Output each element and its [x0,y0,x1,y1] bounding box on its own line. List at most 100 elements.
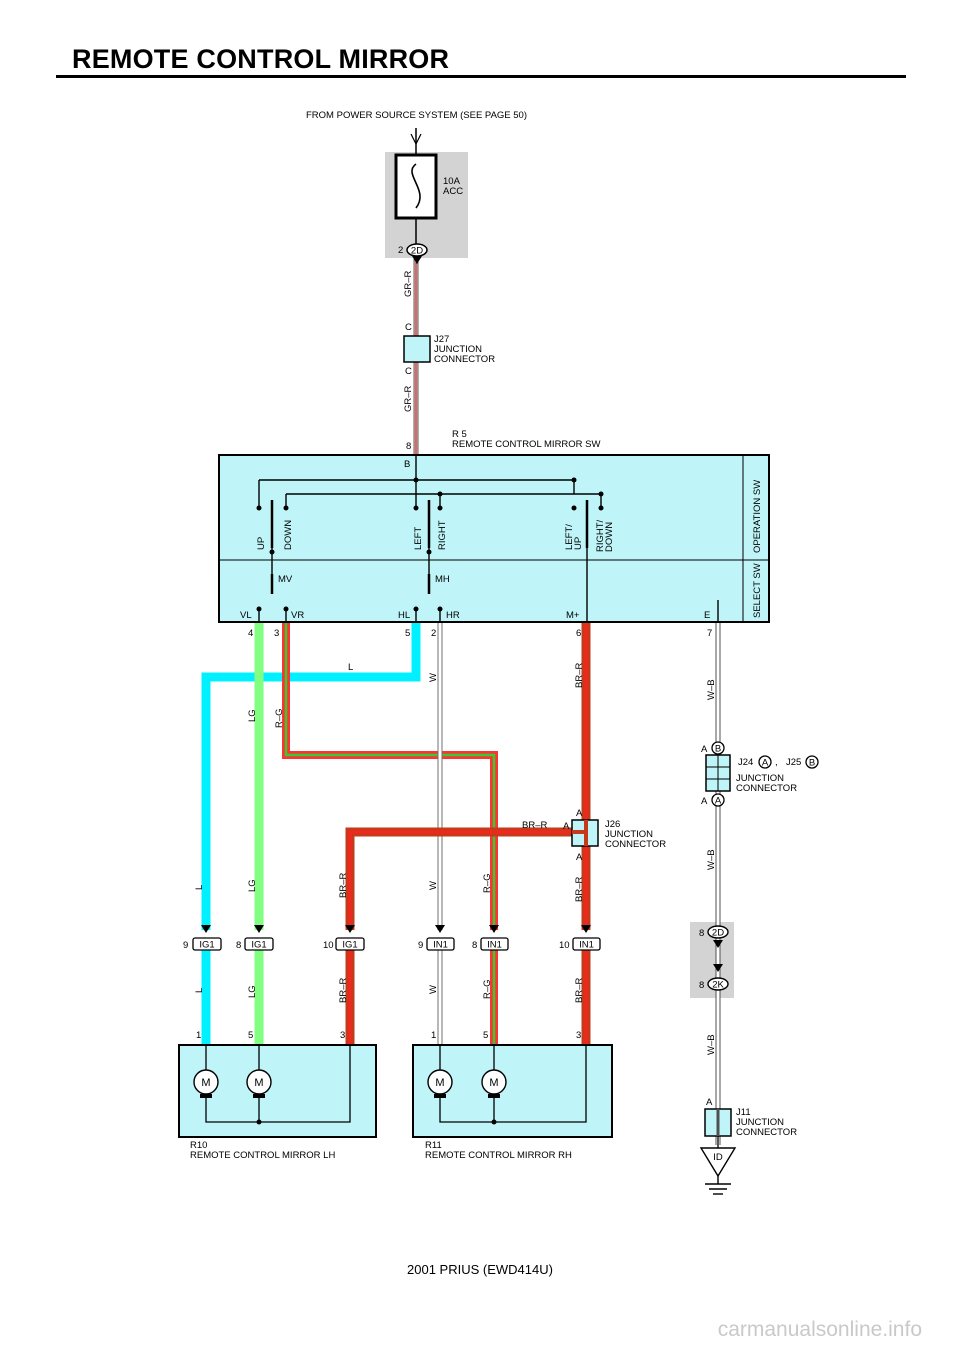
r5-label-left: LEFT [413,527,424,550]
j11-ground: A J11 JUNCTION CONNECTOR ID [699,1097,797,1195]
inline-connector-in1-8: 8 IN1 [472,925,509,951]
fuse-icon [411,163,421,209]
j24-conn-a: A [715,796,722,807]
r5-select-label: SELECT SW [752,563,763,618]
r5-label-rightdown-2: DOWN [604,522,615,552]
inline-id: IN1 [433,940,448,951]
inline-connectors: 9 IG1 8 IG1 10 IG1 9 IN1 8 IN1 [183,925,729,991]
r11-mirror-rh: 1 5 3 M M R11 REMOTE CONTROL MIRROR RH [412,1030,613,1161]
r5-pin-7: 7 [707,628,712,639]
inline-pin: 8 [472,940,477,951]
r11-pin-1: 1 [431,1030,436,1041]
wire-label-lg-mid: LG [247,879,258,892]
wire-label-gr-r-1: GR–R [403,270,414,297]
j27-id: J27 [434,334,449,345]
j26-pin-top: A [576,808,583,819]
j11-id: J11 [736,1107,751,1118]
inline-id: IG1 [251,940,266,951]
j26-junction: A A A J26 JUNCTION CONNECTOR [563,808,666,863]
inline-id: IG1 [199,940,214,951]
r5-pin-6: 6 [576,628,581,639]
j24-conn-b: B [715,744,721,755]
j26-pin-left: A [563,821,570,832]
r11-pin-5: 5 [483,1030,488,1041]
r5-label-vl: VL [240,610,252,621]
wire-label-w-b-low: W–B [706,1034,717,1055]
connector-2d-id: 2D [411,246,423,257]
j27-line1: JUNCTION [434,344,482,355]
j27-junction: GR–R C C J27 JUNCTION CONNECTOR GR–R [403,270,495,412]
wire-label-br-r-mid-right: BR–R [574,877,585,902]
j24-j25-junction: A B A A J24 A , J25 B JUNCTION CONNECTOR [701,741,819,807]
r11-motor-2-label: M [489,1077,498,1089]
j11-line2: CONNECTOR [736,1127,797,1138]
ground-point-id: ID [713,1152,723,1163]
r5-label-hl: HL [398,610,410,621]
arrow-down-icon [410,133,422,146]
r10-pin-1: 1 [196,1030,201,1041]
r5-label-mplus: M+ [566,610,580,621]
r5-label-mh: MH [435,574,450,585]
r5-name: REMOTE CONTROL MIRROR SW [452,439,601,450]
r11-pin-3: 3 [576,1030,581,1041]
r5-pin-5: 5 [405,628,410,639]
r5-term-b: B [404,459,410,470]
connector-icon [412,256,422,264]
j24-line2: CONNECTOR [736,783,797,794]
inline-connector-ig1-10: 10 IG1 [323,925,365,951]
r10-pin-3: 3 [340,1030,345,1041]
wire-label-w-top: W [428,673,439,682]
j26-line2: CONNECTOR [605,839,666,850]
wire-r-g [282,622,498,1045]
inline-connector-ig1-9: 9 IG1 [183,925,222,951]
power-source-label: FROM POWER SOURCE SYSTEM (SEE PAGE 50) [306,110,527,121]
fuse-amp: 10A [443,176,461,187]
r5-pin-2: 2 [431,628,436,639]
j27-connector [403,335,431,363]
inline-connector-ig1-8: 8 IG1 [236,925,274,951]
inline-id: IN1 [579,940,594,951]
inline-pin: 9 [183,940,188,951]
j24-id-conn: A [762,758,769,769]
power-source: FROM POWER SOURCE SYSTEM (SEE PAGE 50) 1… [306,110,527,264]
j11-line1: JUNCTION [736,1117,784,1128]
r5-body [218,454,770,623]
wire-label-w-low: W [428,985,439,994]
inline-connector-in1-9: 9 IN1 [418,925,455,951]
inline-connector-2d-2k: 8 2D 8 2K [699,925,729,991]
footer-model: 2001 PRIUS (EWD414U) [407,1262,553,1277]
inline-id: 2D [712,928,724,939]
j27-pin-bottom: C [405,366,412,377]
wire-label-w-b-mid: W–B [706,849,717,870]
wire-label-w-b-top: W–B [706,679,717,700]
wire-label-r-g-mid: R–G [482,873,493,893]
inline-id: IG1 [342,940,357,951]
j27-pin-top: C [405,322,412,333]
wire-l [201,622,421,1045]
r11-id: R11 [425,1140,442,1151]
j24-pin-b-letter: A [701,744,708,755]
r10-id: R10 [190,1140,207,1151]
j24-id: J24 [738,757,753,768]
r5-label-rightdown-1: RIGHT/ [595,519,606,552]
r5-contacts [256,477,604,612]
inline-id: IN1 [487,940,502,951]
wire-label-w-mid: W [428,881,439,890]
wire-label-l-mid: L [194,885,205,890]
ground-icon [705,1176,731,1195]
r5-label-up: UP [256,537,267,550]
wire-label-r-g-low: R–G [482,979,493,999]
j24-comma: , [775,757,778,768]
r5-operation-label: OPERATION SW [752,480,763,553]
r10-motor-2-label: M [254,1077,263,1089]
r10-motor-1-label: M [201,1077,210,1089]
r5-label-right: RIGHT [437,520,448,550]
j26-line1: JUNCTION [605,829,653,840]
wire-label-gr-r-2: GR–R [403,385,414,412]
j25-id: J25 [786,757,801,768]
inline-connector-in1-10: 10 IN1 [559,925,601,951]
wire-label-br-r-low-right: BR–R [574,978,585,1003]
ground-point-icon [699,1147,737,1178]
r10-name: REMOTE CONTROL MIRROR LH [190,1150,335,1161]
r5-switch: R 5 REMOTE CONTROL MIRROR SW 8 OPERATION… [218,429,770,639]
